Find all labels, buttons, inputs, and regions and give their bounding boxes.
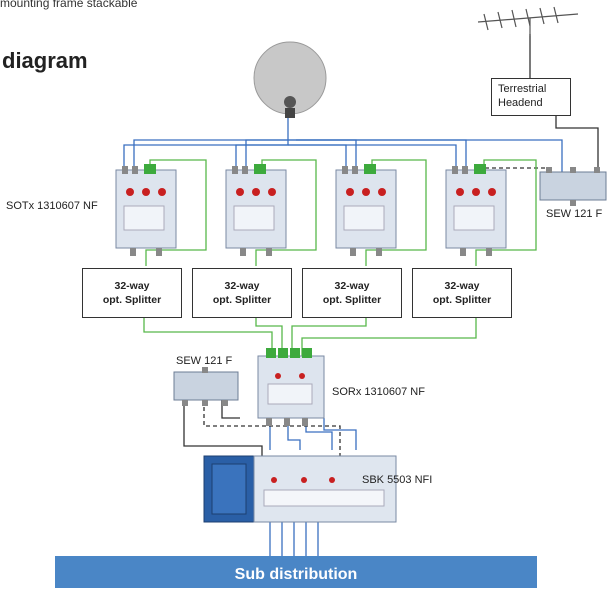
splitter-line1: 32-way [444,280,480,292]
sotx-label: SOTx 1310607 NF [6,200,98,212]
sew-mid-label: SEW 121 F [176,355,233,367]
page-title: diagram [2,48,88,73]
sbk-output-lines [269,522,319,556]
cropped-caption: mounting frame stackable [0,0,138,10]
splitter-box-2: 32-way opt. Splitter [192,268,292,318]
splitter-line2: opt. Splitter [102,294,162,306]
headend-label-line1: Terrestrial [498,83,547,95]
sorx-unit [257,348,325,426]
terrestrial-antenna-icon [477,6,579,36]
splitter-line1: 32-way [224,280,260,292]
splitter-line2: opt. Splitter [432,294,492,306]
splitter-line2: opt. Splitter [322,294,382,306]
terrestrial-headend-box: Terrestrial Headend [491,78,571,116]
sotx-unit-4 [445,164,507,256]
optical-lines-top [145,159,537,266]
sotx-unit-2 [225,164,287,256]
splitter-line2: opt. Splitter [212,294,272,306]
headend-label-line2: Headend [498,97,543,109]
optical-lines-bottom [143,318,477,356]
sbk-multiswitch [203,455,397,523]
sbk-label: SBK 5503 NFI [362,474,433,486]
sorx-sbk-lines [269,418,357,450]
splitter-box-1: 32-way opt. Splitter [82,268,182,318]
sotx-unit-1 [115,164,177,256]
dish-feed-lines [123,110,563,175]
sorx-label: SORx 1310607 NF [332,386,425,398]
sew-mid-unit [173,367,239,406]
satellite-dish-icon [253,41,327,118]
splitter-line1: 32-way [114,280,150,292]
sotx-unit-3 [335,164,397,256]
splitter-box-3: 32-way opt. Splitter [302,268,402,318]
sew-top-unit [539,167,607,206]
splitter-box-4: 32-way opt. Splitter [412,268,512,318]
sub-distribution-bar: Sub distribution [55,556,537,588]
splitter-line1: 32-way [334,280,370,292]
sotx-units [115,164,507,256]
sew-top-label: SEW 121 F [546,208,603,220]
